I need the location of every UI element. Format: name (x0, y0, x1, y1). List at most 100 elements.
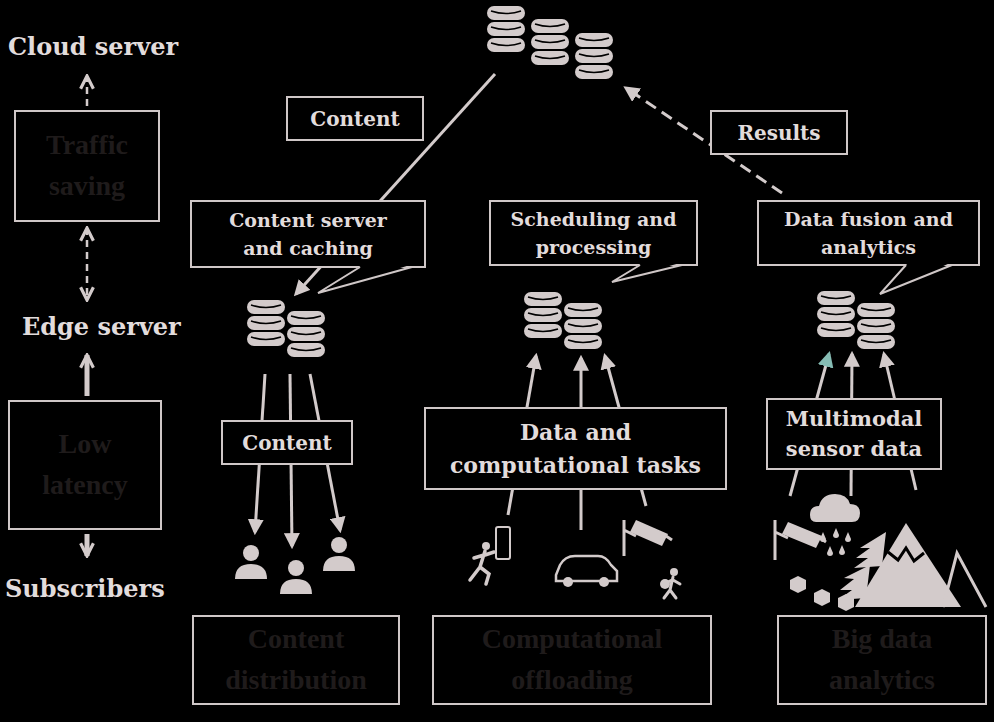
device-icons-part (470, 551, 494, 584)
node-text: Results (737, 120, 820, 146)
device-icons-part (599, 577, 609, 587)
database-icon (247, 300, 285, 346)
database-icon-part (575, 49, 613, 63)
database-icon-part (531, 35, 569, 49)
database-icon-part (568, 308, 598, 311)
category-box: Low latency (8, 400, 162, 530)
category-box: Computational offloading (432, 615, 712, 705)
node-text: Big data analytics (783, 619, 981, 700)
database-icon-part (857, 303, 895, 317)
node-text: Content (242, 430, 332, 456)
callout-tail (318, 265, 412, 293)
person-icons-part-part (323, 556, 355, 571)
sensor-scene-part (943, 553, 986, 607)
device-icons-part (566, 559, 607, 566)
sensor-scene (775, 494, 986, 611)
label-box: Multimodal sensor data (766, 398, 942, 470)
callout-tail-part (318, 265, 410, 293)
person-icons-part-part (331, 537, 347, 553)
database-icon (857, 303, 895, 349)
database-icon-part (528, 329, 558, 332)
device-icons-part (660, 579, 670, 589)
database-icon-part (528, 297, 558, 300)
callout-box: Data fusion and analytics (757, 200, 980, 266)
database-icon (524, 292, 562, 338)
device-icons-part (496, 527, 510, 559)
database-icon-part (857, 335, 895, 349)
database-icon-part (821, 312, 851, 315)
database-icon-part (568, 340, 598, 343)
person-icons (235, 537, 355, 594)
database-icon-part (817, 291, 855, 305)
database-icon-part (487, 38, 525, 52)
database-icon-part (821, 328, 851, 331)
database-icon (487, 6, 525, 52)
left-arrows-part (86, 228, 89, 300)
device-icons (470, 520, 680, 598)
database-icon-part (291, 332, 321, 335)
callout-tail-part (880, 265, 952, 294)
device-icons-part (556, 556, 617, 581)
database-icon (287, 311, 325, 357)
database-icon-part (817, 307, 855, 321)
node-text: Multimodal sensor data (776, 404, 932, 465)
label-box: Results (710, 110, 848, 155)
callout-box: Content server and caching (190, 200, 426, 268)
database-icons (247, 6, 895, 357)
database-icon-part (251, 321, 281, 324)
category-box: Content distribution (192, 615, 400, 705)
node-text: Low latency (14, 424, 156, 505)
sensor-scene-part-part (790, 576, 806, 593)
database-icon-part (487, 6, 525, 20)
person-icons-part (235, 545, 267, 579)
database-icon-part (251, 337, 281, 340)
node-text: Traffic saving (20, 125, 154, 206)
device-icons-part (666, 536, 672, 540)
database-icon-part (487, 22, 525, 36)
category-box: Big data analytics (777, 615, 987, 705)
database-icon-part (535, 24, 565, 27)
database-icon-part (821, 296, 851, 299)
person-icons-part (280, 560, 312, 594)
left-arrows-part (85, 355, 90, 396)
category-box: Traffic saving (14, 110, 160, 222)
database-icon (531, 19, 569, 65)
database-icon-part (524, 324, 562, 338)
database-icon-part (817, 323, 855, 337)
node-text: Content server and caching (212, 206, 404, 263)
database-icon-part (287, 343, 325, 357)
label-box: Content (286, 96, 424, 141)
database-icon-part (247, 316, 285, 330)
node-text: Data fusion and analytics (775, 205, 962, 262)
person-icons-part-part (280, 579, 312, 594)
database-icon-part (291, 348, 321, 351)
sensor-scene-part (810, 494, 860, 522)
callout-tail-part (880, 263, 950, 294)
database-icon-part (579, 38, 609, 41)
sensor-scene-part-part (814, 589, 830, 606)
database-icon-part (528, 313, 558, 316)
node-text: Data and computational tasks (442, 416, 709, 482)
database-icon-part (575, 33, 613, 47)
device-icons-part (482, 542, 490, 550)
database-icon-part (535, 40, 565, 43)
person-icons-part-part (235, 564, 267, 579)
database-icon-part (247, 300, 285, 314)
database-icon-part (491, 27, 521, 30)
database-icon-part (287, 327, 325, 341)
callout-tail-part (318, 267, 412, 293)
database-icon-part (491, 11, 521, 14)
sensor-scene-part (790, 576, 854, 611)
sensor-scene-part (888, 548, 924, 561)
database-icon (817, 291, 855, 337)
database-icon-part (579, 70, 609, 73)
database-icon-part (291, 316, 321, 319)
person-icons-part (323, 537, 355, 571)
sensor-scene-part (782, 522, 822, 548)
device-icons-part (670, 568, 678, 576)
database-icon (575, 33, 613, 79)
database-icon-part (568, 324, 598, 327)
